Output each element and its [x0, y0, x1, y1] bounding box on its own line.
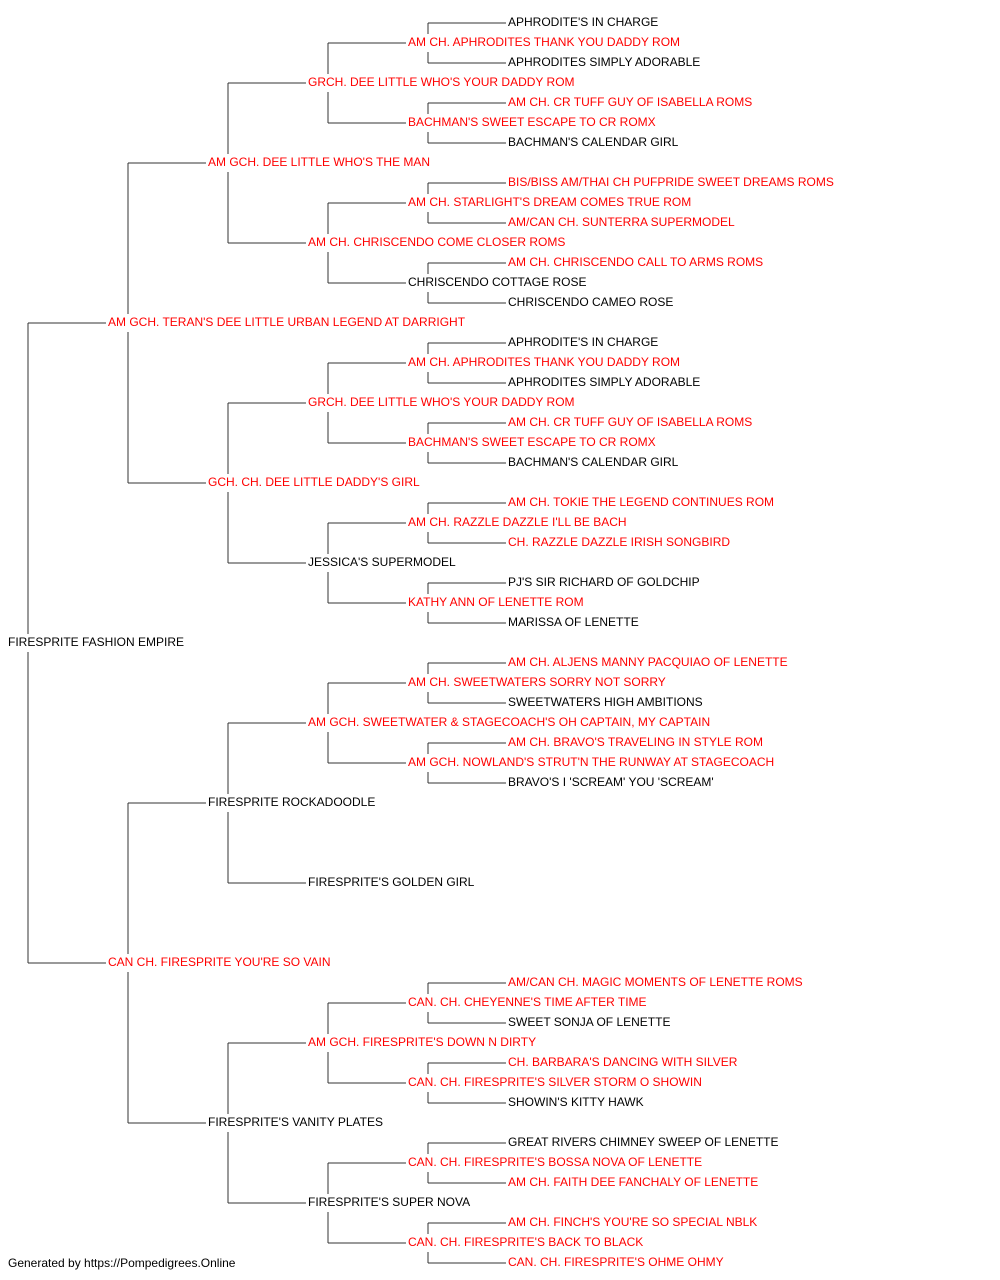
dog-name: FIRESPRITE'S VANITY PLATES — [208, 1115, 383, 1129]
dog-name: AM CH. CR TUFF GUY OF ISABELLA ROMS — [508, 95, 752, 109]
dog-name: CAN. CH. FIRESPRITE'S SILVER STORM O SHO… — [408, 1075, 702, 1089]
dog-name: CAN CH. FIRESPRITE YOU'RE SO VAIN — [108, 955, 331, 969]
dog-name: AM GCH. DEE LITTLE WHO'S THE MAN — [208, 155, 430, 169]
dog-name: GRCH. DEE LITTLE WHO'S YOUR DADDY ROM — [308, 75, 575, 89]
dog-name: AM CH. FINCH'S YOU'RE SO SPECIAL NBLK — [508, 1215, 757, 1229]
dog-name: SHOWIN'S KITTY HAWK — [508, 1095, 644, 1109]
dog-name: CAN. CH. CHEYENNE'S TIME AFTER TIME — [408, 995, 647, 1009]
dog-name: AM GCH. NOWLAND'S STRUT'N THE RUNWAY AT … — [408, 755, 774, 769]
dog-name: AM CH. CR TUFF GUY OF ISABELLA ROMS — [508, 415, 752, 429]
dog-name: AM GCH. SWEETWATER & STAGECOACH'S OH CAP… — [308, 715, 710, 729]
dog-name: BACHMAN'S SWEET ESCAPE TO CR ROMX — [408, 115, 656, 129]
footer-credit: Generated by https://Pompedigrees.Online — [8, 1256, 236, 1270]
dog-name: FIRESPRITE'S GOLDEN GIRL — [308, 875, 475, 889]
dog-name: CAN. CH. FIRESPRITE'S OHME OHMY — [508, 1255, 724, 1269]
dog-name: GRCH. DEE LITTLE WHO'S YOUR DADDY ROM — [308, 395, 575, 409]
dog-name: AM CH. CHRISCENDO COME CLOSER ROMS — [308, 235, 565, 249]
dog-name: APHRODITE'S IN CHARGE — [508, 15, 658, 29]
dog-name: AM CH. TOKIE THE LEGEND CONTINUES ROM — [508, 495, 774, 509]
dog-name: FIRESPRITE ROCKADOODLE — [208, 795, 375, 809]
dog-name: AM CH. APHRODITES THANK YOU DADDY ROM — [408, 35, 680, 49]
dog-name: BIS/BISS AM/THAI CH PUFPRIDE SWEET DREAM… — [508, 175, 834, 189]
dog-name: AM/CAN CH. SUNTERRA SUPERMODEL — [508, 215, 735, 229]
dog-name: BACHMAN'S CALENDAR GIRL — [508, 455, 679, 469]
dog-name: AM CH. CHRISCENDO CALL TO ARMS ROMS — [508, 255, 763, 269]
dog-name: CHRISCENDO CAMEO ROSE — [508, 295, 673, 309]
dog-name: AM CH. STARLIGHT'S DREAM COMES TRUE ROM — [408, 195, 691, 209]
dog-name: AM CH. SWEETWATERS SORRY NOT SORRY — [408, 675, 666, 689]
dog-name: CAN. CH. FIRESPRITE'S BACK TO BLACK — [408, 1235, 643, 1249]
dog-name: AM GCH. FIRESPRITE'S DOWN N DIRTY — [308, 1035, 536, 1049]
dog-name: PJ'S SIR RICHARD OF GOLDCHIP — [508, 575, 700, 589]
dog-name: APHRODITES SIMPLY ADORABLE — [508, 375, 700, 389]
dog-name: KATHY ANN OF LENETTE ROM — [408, 595, 584, 609]
dog-name: APHRODITES SIMPLY ADORABLE — [508, 55, 700, 69]
dog-name: AM CH. RAZZLE DAZZLE I'LL BE BACH — [408, 515, 627, 529]
dog-name: AM CH. ALJENS MANNY PACQUIAO OF LENETTE — [508, 655, 788, 669]
dog-name: AM GCH. TERAN'S DEE LITTLE URBAN LEGEND … — [108, 315, 466, 329]
dog-name: GREAT RIVERS CHIMNEY SWEEP OF LENETTE — [508, 1135, 779, 1149]
dog-name: AM/CAN CH. MAGIC MOMENTS OF LENETTE ROMS — [508, 975, 803, 989]
dog-name: CH. RAZZLE DAZZLE IRISH SONGBIRD — [508, 535, 730, 549]
dog-name: FIRESPRITE'S SUPER NOVA — [308, 1195, 470, 1209]
dog-name: AM CH. BRAVO'S TRAVELING IN STYLE ROM — [508, 735, 763, 749]
dog-name: CAN. CH. FIRESPRITE'S BOSSA NOVA OF LENE… — [408, 1155, 702, 1169]
dog-name: BRAVO'S I 'SCREAM' YOU 'SCREAM' — [508, 775, 714, 789]
dog-name: CH. BARBARA'S DANCING WITH SILVER — [508, 1055, 738, 1069]
dog-name: APHRODITE'S IN CHARGE — [508, 335, 658, 349]
dog-name: FIRESPRITE FASHION EMPIRE — [8, 635, 184, 649]
dog-name: AM CH. APHRODITES THANK YOU DADDY ROM — [408, 355, 680, 369]
dog-name: SWEET SONJA OF LENETTE — [508, 1015, 670, 1029]
dog-name: MARISSA OF LENETTE — [508, 615, 639, 629]
dog-name: CHRISCENDO COTTAGE ROSE — [408, 275, 586, 289]
dog-name: GCH. CH. DEE LITTLE DADDY'S GIRL — [208, 475, 420, 489]
dog-name: BACHMAN'S CALENDAR GIRL — [508, 135, 679, 149]
dog-name: AM CH. FAITH DEE FANCHALY OF LENETTE — [508, 1175, 758, 1189]
dog-name: BACHMAN'S SWEET ESCAPE TO CR ROMX — [408, 435, 656, 449]
dog-name: SWEETWATERS HIGH AMBITIONS — [508, 695, 703, 709]
dog-name: JESSICA'S SUPERMODEL — [308, 555, 456, 569]
